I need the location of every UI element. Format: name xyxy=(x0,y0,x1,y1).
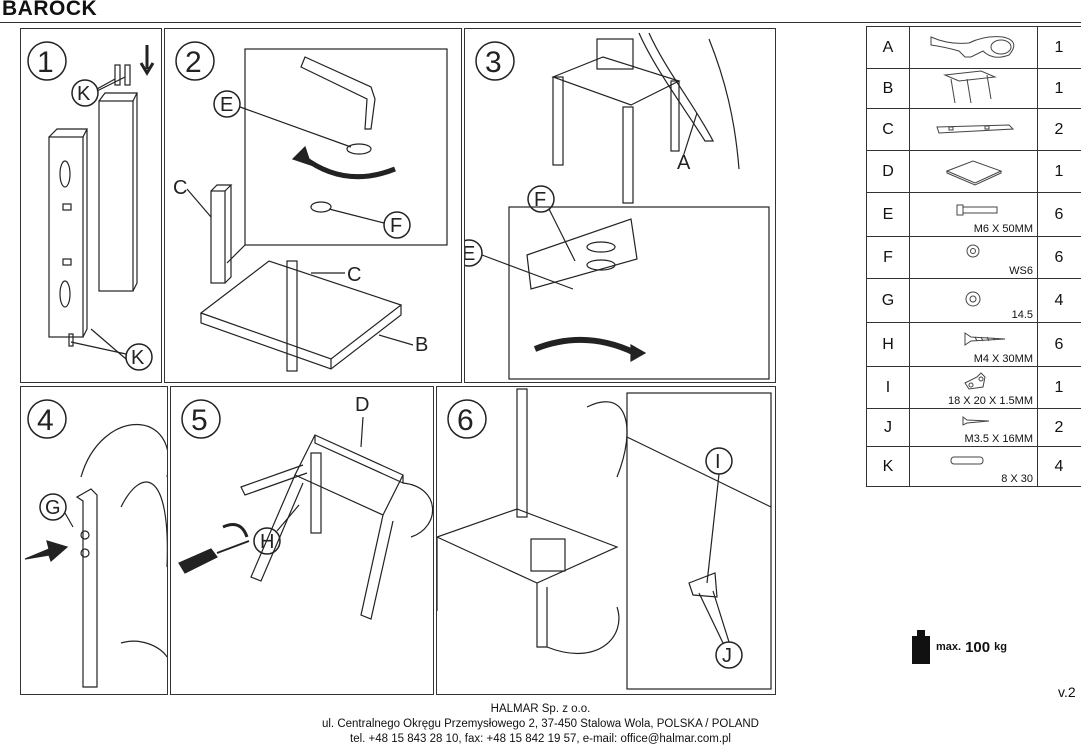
max-load-unit: kg xyxy=(994,641,1007,653)
seat-cushion-icon xyxy=(909,151,1038,193)
part-qty: 4 xyxy=(1054,458,1064,475)
part-letter: D xyxy=(867,151,910,193)
step-5-illustration: 5 D H xyxy=(178,394,433,620)
part-qty: 1 xyxy=(1054,379,1064,396)
part-qty: 6 xyxy=(1054,206,1064,223)
part-row-j: J M3.5 X 16MM 2 xyxy=(867,408,1081,447)
step-2-illustration: 2 E F C C B xyxy=(173,41,448,372)
footer-contact: tel. +48 15 843 28 10, fax: +48 15 842 1… xyxy=(350,733,731,745)
callout-d: D xyxy=(355,394,369,416)
washer-icon: WS6 xyxy=(909,237,1038,279)
document-title: BAROCK xyxy=(2,0,98,20)
callout-g: G xyxy=(45,497,61,519)
max-load-value: 100 xyxy=(965,638,991,656)
part-spec: M3.5 X 16MM xyxy=(964,433,1033,445)
step-3-panel: 3 A F E xyxy=(464,28,776,383)
part-row-f: F WS6 6 xyxy=(867,236,1081,279)
part-row-h: H M4 X 30MM 6 xyxy=(867,322,1081,367)
step-6-illustration: 6 I J xyxy=(437,388,772,690)
part-spec: WS6 xyxy=(1009,265,1033,277)
version-label: v.2 xyxy=(1058,684,1076,700)
callout-a: A xyxy=(677,152,691,174)
step-3-illustration: 3 A F E xyxy=(465,32,770,380)
part-letter: C xyxy=(867,109,910,151)
part-qty: 6 xyxy=(1054,249,1064,266)
part-qty: 2 xyxy=(1054,121,1064,138)
step-1-number: 1 xyxy=(37,46,54,79)
part-letter: E xyxy=(867,193,910,237)
step-4-number: 4 xyxy=(37,404,54,437)
angle-bracket-icon: 18 X 20 X 1.5MM xyxy=(909,367,1038,409)
step-6-number: 6 xyxy=(457,404,474,437)
callout-b: B xyxy=(415,334,428,356)
part-letter: B xyxy=(867,69,910,109)
screw-icon: M4 X 30MM xyxy=(909,323,1038,367)
step-5-number: 5 xyxy=(191,404,208,437)
step-4-illustration: 4 G xyxy=(24,399,167,688)
part-qty: 1 xyxy=(1054,80,1064,97)
callout-k-top: K xyxy=(77,83,91,105)
callout-f-step3: F xyxy=(534,189,546,211)
step-1-illustration: 1 K K xyxy=(27,41,155,371)
title-divider xyxy=(0,22,1081,23)
part-spec: M6 X 50MM xyxy=(973,223,1033,235)
small-screw-icon: M3.5 X 16MM xyxy=(909,409,1038,447)
callout-f: F xyxy=(390,215,402,237)
callout-k-bottom: K xyxy=(131,347,145,369)
part-row-g: G 14.5 4 xyxy=(867,278,1081,323)
step-1-panel: 1 K K xyxy=(20,28,162,383)
weight-icon xyxy=(912,630,930,664)
part-row-k: K 8 X 30 4 xyxy=(867,446,1081,487)
step-2-panel: 2 E F C C B xyxy=(164,28,462,383)
part-qty: 1 xyxy=(1054,39,1064,56)
step-5-panel: 5 D H xyxy=(170,386,434,695)
step-4-panel: 4 G xyxy=(20,386,168,695)
part-qty: 2 xyxy=(1054,419,1064,436)
part-letter: A xyxy=(867,27,910,69)
part-row-d: D 1 xyxy=(867,150,1081,193)
part-spec: 8 X 30 xyxy=(1001,473,1033,485)
part-letter: J xyxy=(867,409,910,447)
backrest-frame-icon xyxy=(909,27,1038,69)
max-load: max. 100 kg xyxy=(910,630,1007,664)
side-rail-icon xyxy=(909,109,1038,151)
part-qty: 4 xyxy=(1054,292,1064,309)
part-spec: 18 X 20 X 1.5MM xyxy=(948,395,1033,407)
part-row-a: A 1 xyxy=(867,26,1081,69)
step-6-panel: 6 I J xyxy=(436,386,776,695)
footer-company: HALMAR Sp. z o.o. xyxy=(490,703,591,715)
callout-c-left: C xyxy=(173,177,187,199)
step-2-number: 2 xyxy=(185,46,202,79)
footer: HALMAR Sp. z o.o. ul. Centralnego Okręgu… xyxy=(0,702,1081,747)
part-letter: H xyxy=(867,323,910,367)
part-spec: M4 X 30MM xyxy=(973,353,1033,365)
callout-j: J xyxy=(722,645,732,667)
part-row-c: C 2 xyxy=(867,108,1081,151)
part-letter: I xyxy=(867,367,910,409)
dowel-icon: 8 X 30 xyxy=(909,447,1038,487)
part-letter: F xyxy=(867,237,910,279)
footer-address: ul. Centralnego Okręgu Przemysłowego 2, … xyxy=(321,718,759,730)
step-3-number: 3 xyxy=(485,46,502,79)
bolt-icon: M6 X 50MM xyxy=(909,193,1038,237)
callout-h: H xyxy=(260,531,274,553)
parts-list: A 1 B 1 C 2 D 1 E M6 X 50MM 6 F xyxy=(866,26,1081,487)
callout-c-right: C xyxy=(347,264,361,286)
callout-e-step3: E xyxy=(465,243,475,265)
part-qty: 6 xyxy=(1054,336,1064,353)
part-letter: G xyxy=(867,279,910,323)
part-row-i: I 18 X 20 X 1.5MM 1 xyxy=(867,366,1081,409)
front-frame-icon xyxy=(909,69,1038,109)
max-load-prefix: max. xyxy=(936,641,962,653)
part-qty: 1 xyxy=(1054,163,1064,180)
part-spec: 14.5 xyxy=(1011,309,1033,321)
part-row-e: E M6 X 50MM 6 xyxy=(867,192,1081,237)
nut-icon: 14.5 xyxy=(909,279,1038,323)
callout-i: I xyxy=(715,451,721,473)
part-row-b: B 1 xyxy=(867,68,1081,109)
callout-e: E xyxy=(220,94,233,116)
part-letter: K xyxy=(867,447,910,487)
